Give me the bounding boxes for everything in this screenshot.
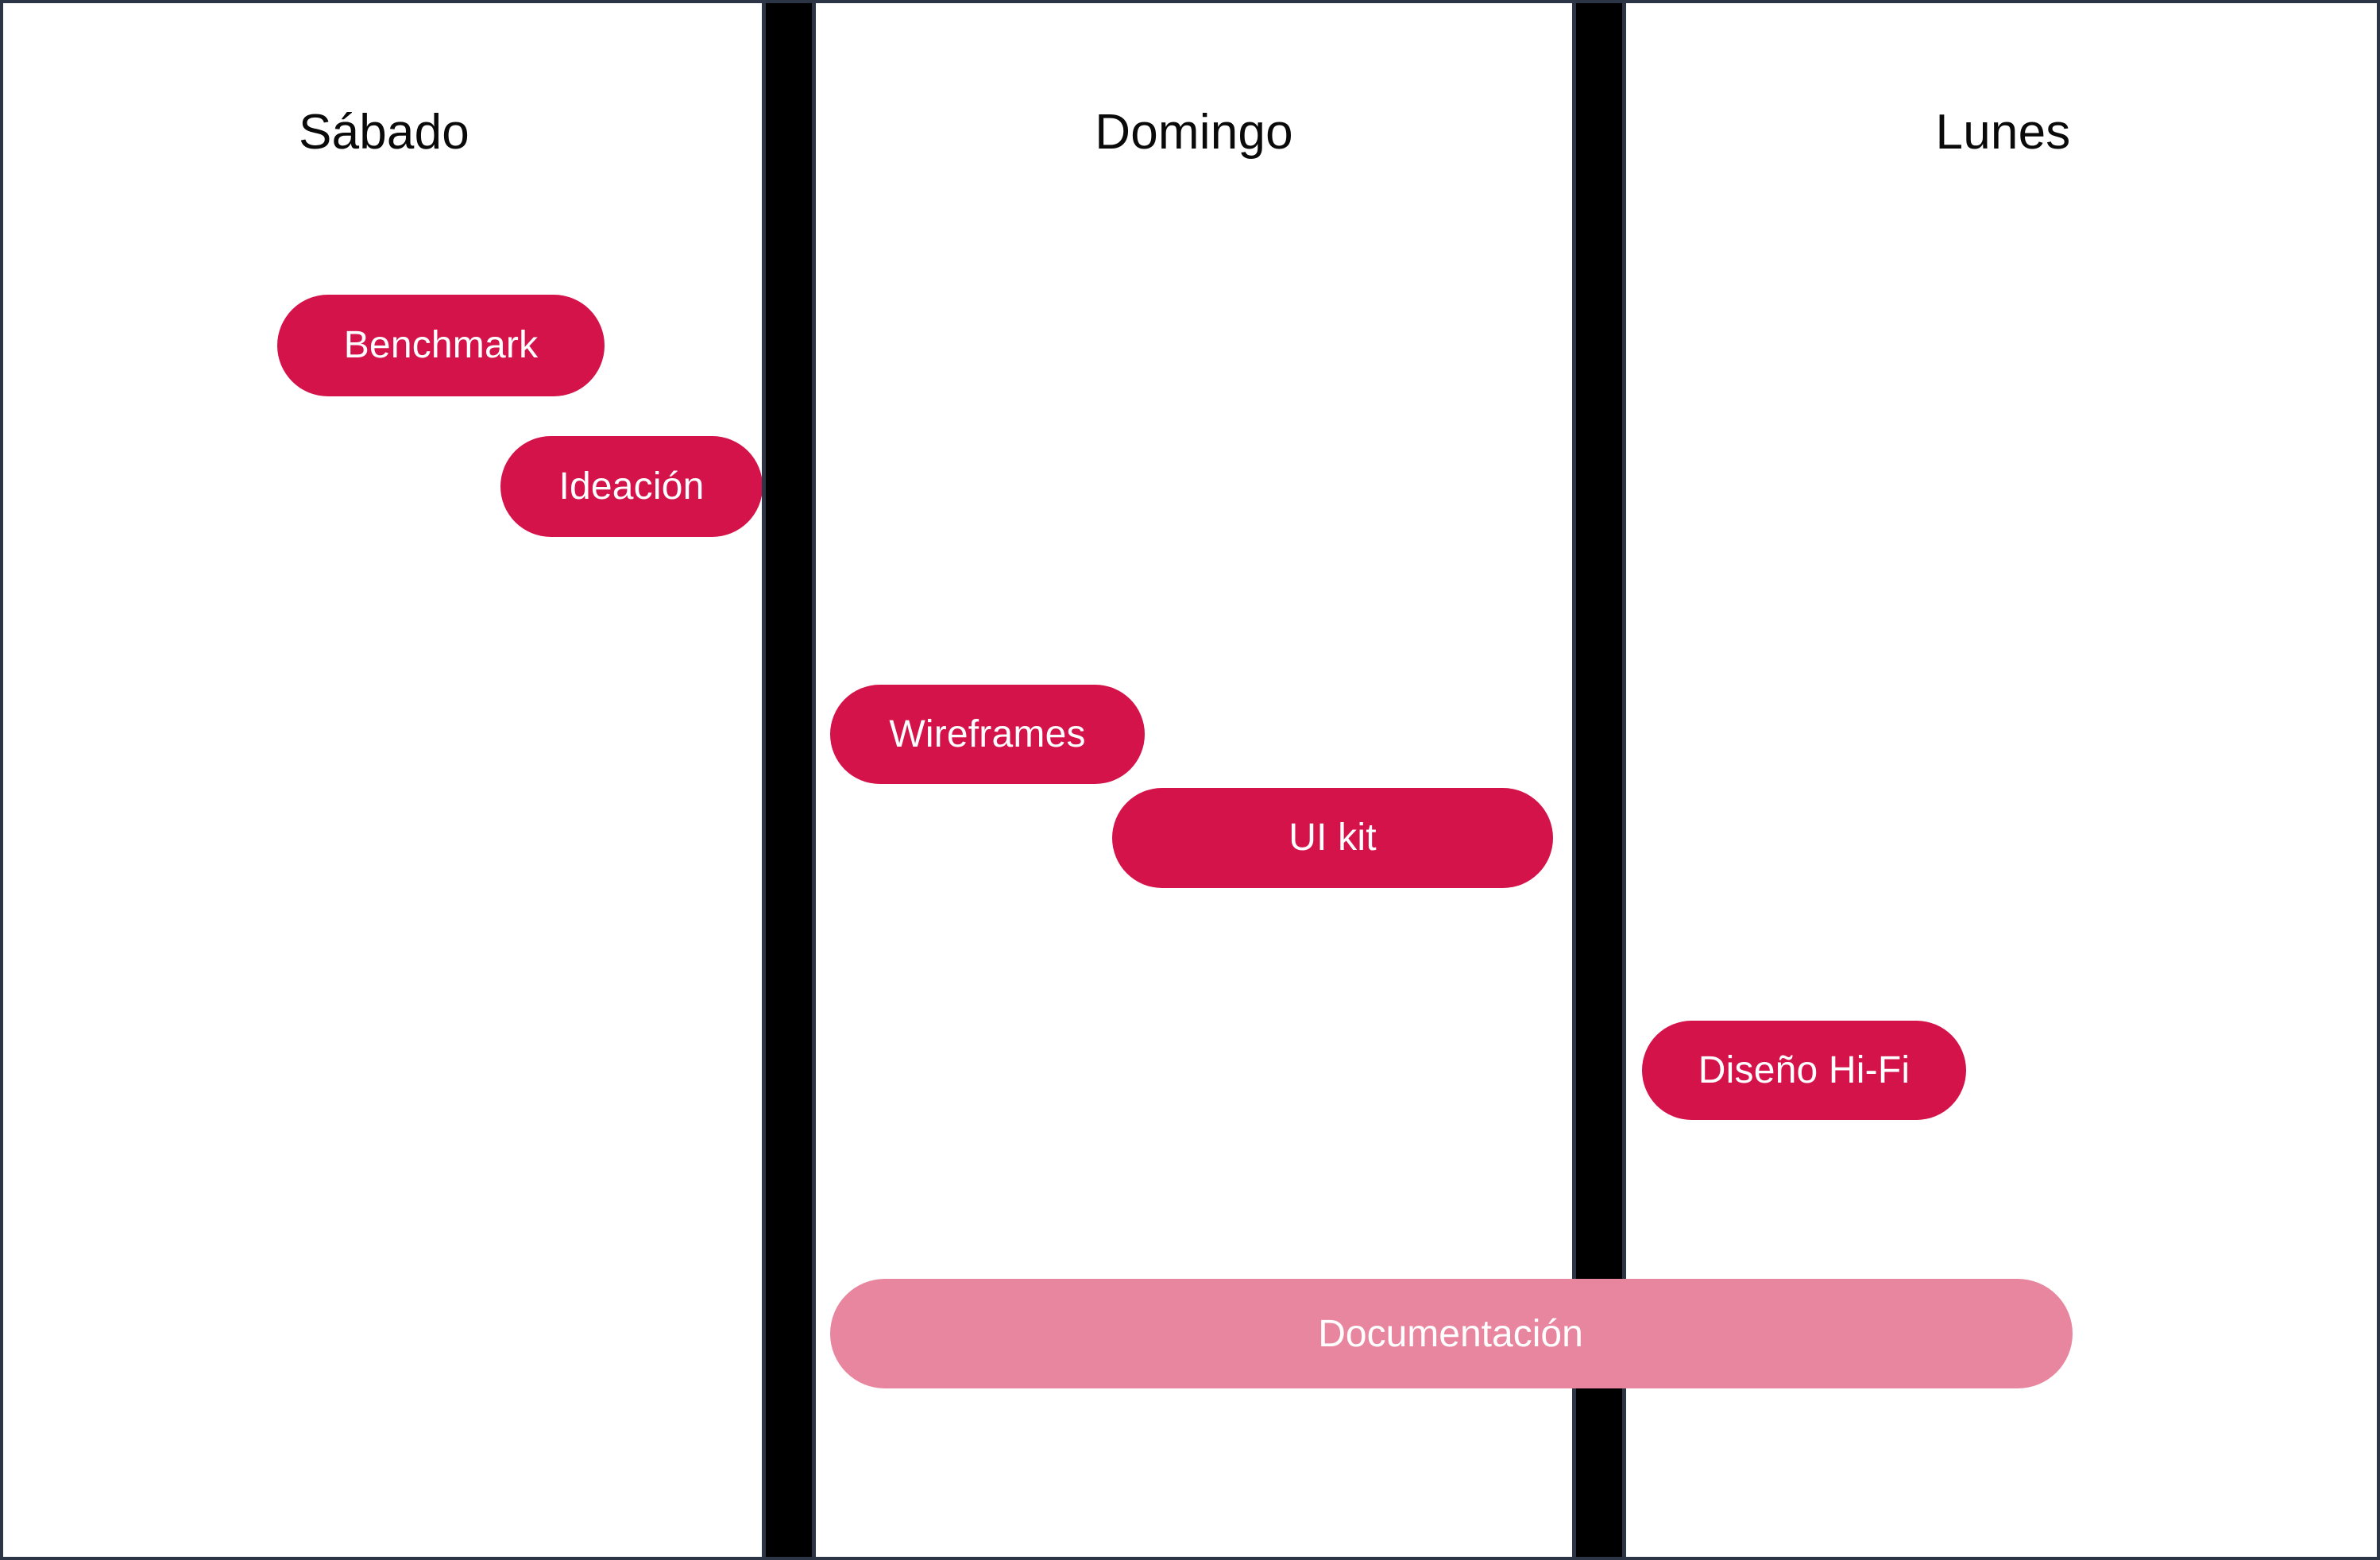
column-divider-saturday-sunday [762,3,816,1557]
column-header-saturday: Sábado [299,105,469,160]
column-header-lunes: Lunes [1935,105,2071,160]
task-pill-documentacion[interactable] [830,1279,2073,1388]
day-column-saturday: Sábado [6,3,762,1557]
task-label-benchmark: Benchmark [343,324,539,366]
task-label-wireframes: Wireframes [889,712,1086,755]
task-label-ui-kit: UI kit [1289,817,1377,859]
task-pill-benchmark[interactable]: Benchmark [277,295,605,396]
task-label-diseno-hi-fi: Diseño Hi-Fi [1698,1048,1911,1091]
column-header-domingo: Domingo [1095,105,1293,160]
task-pill-ideacion[interactable]: Ideación [500,436,763,537]
task-pill-wireframes[interactable]: Wireframes [830,685,1145,784]
task-label-documentacion: Documentación [1318,1313,1583,1355]
task-pill-diseno-hi-fi[interactable]: Diseño Hi-Fi [1642,1021,1966,1120]
task-label-ideacion: Ideación [558,465,705,508]
task-pill-ui-kit[interactable]: UI kit [1112,788,1553,888]
